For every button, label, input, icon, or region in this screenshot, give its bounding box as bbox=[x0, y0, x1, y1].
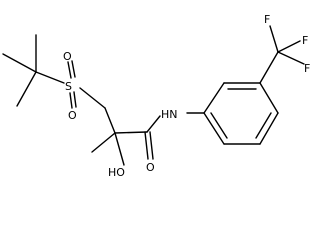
atom-o-sulfonyl-top: O bbox=[63, 50, 72, 63]
atom-o-sulfonyl-bottom: O bbox=[68, 109, 77, 122]
structure-diagram: S O O HO O HN F F F bbox=[2, 13, 310, 179]
atom-s: S bbox=[65, 80, 72, 93]
bond-c-f3 bbox=[277, 51, 305, 65]
atom-amide-nh: HN bbox=[161, 108, 178, 121]
bond-c-o-double-a bbox=[144, 131, 149, 160]
bond-s-o-bottom-b bbox=[73, 91, 77, 108]
bond-tbu-methyl-3 bbox=[16, 71, 37, 107]
atom-carbonyl-o: O bbox=[146, 161, 155, 174]
bond-tbu-s bbox=[35, 71, 65, 84]
bond-c-f2 bbox=[269, 25, 279, 53]
bond-s-o-top-b bbox=[71, 60, 76, 78]
bond-s-o-bottom-a bbox=[69, 92, 73, 109]
bond-s-o-top-a bbox=[67, 61, 72, 79]
molecule-svg: S O O HO O HN F F F bbox=[2, 13, 310, 179]
bond-calpha-methyl bbox=[91, 132, 116, 153]
atom-f2: F bbox=[264, 13, 270, 26]
bond-carbonyl-nh bbox=[146, 115, 161, 133]
ring-inner-bond-2 bbox=[255, 112, 272, 139]
bond-ring-cf3 bbox=[259, 51, 279, 84]
atom-f1: F bbox=[302, 34, 308, 47]
ring-inner-bond-3 bbox=[210, 112, 228, 139]
ring-bond-1 bbox=[203, 82, 225, 114]
ring-bond-6 bbox=[203, 112, 225, 145]
bond-ch2-calpha bbox=[104, 107, 116, 134]
bond-c-o-double-b bbox=[149, 131, 154, 160]
bond-c-f1 bbox=[277, 40, 301, 53]
atom-f3: F bbox=[304, 62, 310, 75]
bond-tbu-methyl-2 bbox=[2, 53, 37, 73]
atom-hydroxyl: HO bbox=[108, 166, 125, 179]
bond-calpha-oh bbox=[114, 132, 125, 166]
bond-calpha-carbonyl bbox=[114, 131, 148, 134]
ring-bond-4 bbox=[259, 112, 279, 145]
ring-bond-3 bbox=[259, 82, 279, 114]
bond-s-ch2 bbox=[79, 87, 106, 109]
